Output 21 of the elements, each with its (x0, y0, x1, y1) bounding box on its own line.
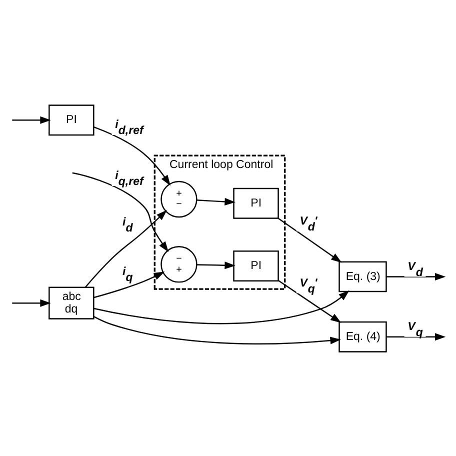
arrow (72, 172, 169, 252)
arrow (196, 197, 236, 205)
node-box: abc dq (48, 286, 94, 319)
node-box: PI (233, 250, 279, 281)
arrow (94, 290, 350, 324)
node-circle: − + (160, 246, 198, 282)
node-circle: + − (160, 180, 198, 218)
arrow (196, 261, 236, 269)
node-box: PI (48, 104, 94, 136)
arrow (12, 298, 51, 306)
arrow (386, 332, 446, 340)
arrow (386, 272, 446, 280)
node-box: PI (233, 187, 279, 218)
arrow (94, 271, 165, 298)
arrow (94, 316, 341, 344)
arrow (12, 116, 51, 124)
arrow (278, 280, 342, 322)
node-box: Eq. (4) (338, 320, 387, 352)
node-box: Eq. (3) (338, 260, 387, 292)
arrow (278, 217, 342, 262)
arrow (84, 210, 168, 288)
